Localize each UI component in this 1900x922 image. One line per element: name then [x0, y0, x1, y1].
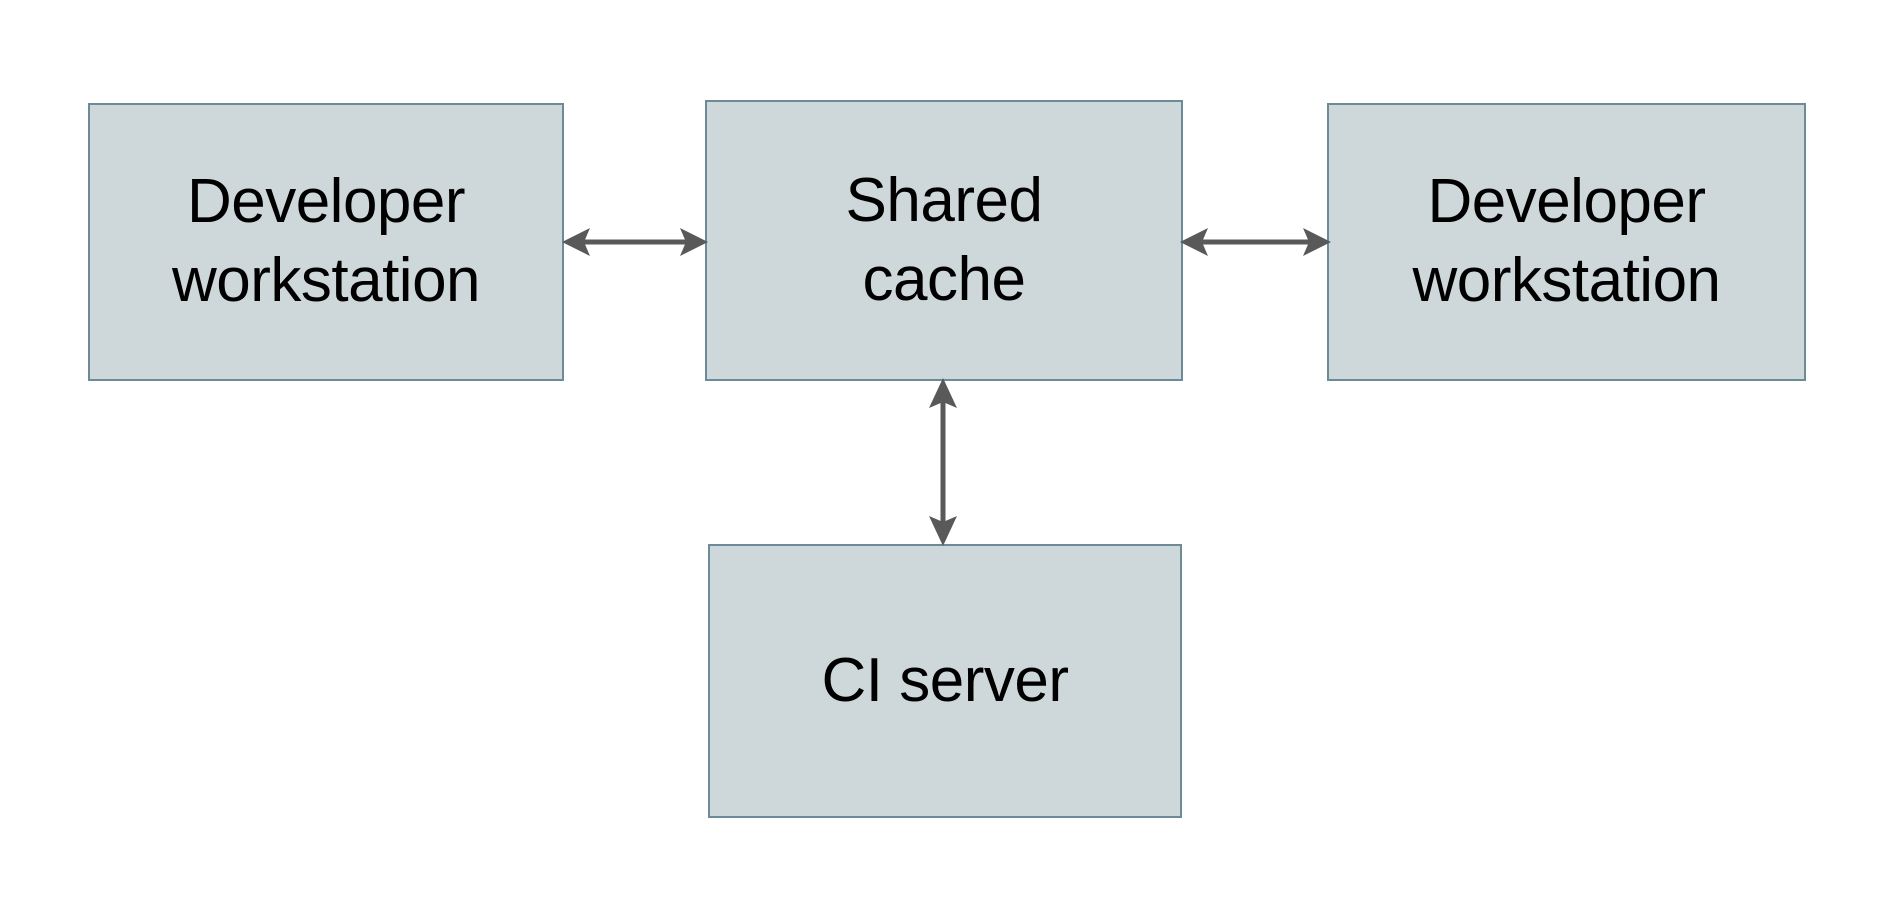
node-developer-workstation-right[interactable]: Developer workstation	[1327, 103, 1806, 381]
double-arrow-icon	[929, 378, 957, 546]
node-label-developer-workstation-left: Developer workstation	[171, 167, 481, 315]
node-label-developer-workstation-right: Developer workstation	[1412, 167, 1721, 315]
node-shared-cache[interactable]: Shared cache	[705, 100, 1183, 381]
connector-dev-left-to-shared-cache[interactable]	[560, 206, 710, 278]
double-arrow-icon	[562, 228, 708, 256]
node-label-ci-server: CI server	[821, 645, 1069, 715]
node-ci-server[interactable]: CI server	[708, 544, 1182, 818]
connector-shared-cache-to-ci-server[interactable]	[907, 376, 979, 548]
node-developer-workstation-left[interactable]: Developer workstation	[88, 103, 564, 381]
connector-shared-cache-to-dev-right[interactable]	[1178, 206, 1333, 278]
node-label-shared-cache: Shared cache	[845, 165, 1043, 314]
double-arrow-icon	[1180, 228, 1331, 256]
